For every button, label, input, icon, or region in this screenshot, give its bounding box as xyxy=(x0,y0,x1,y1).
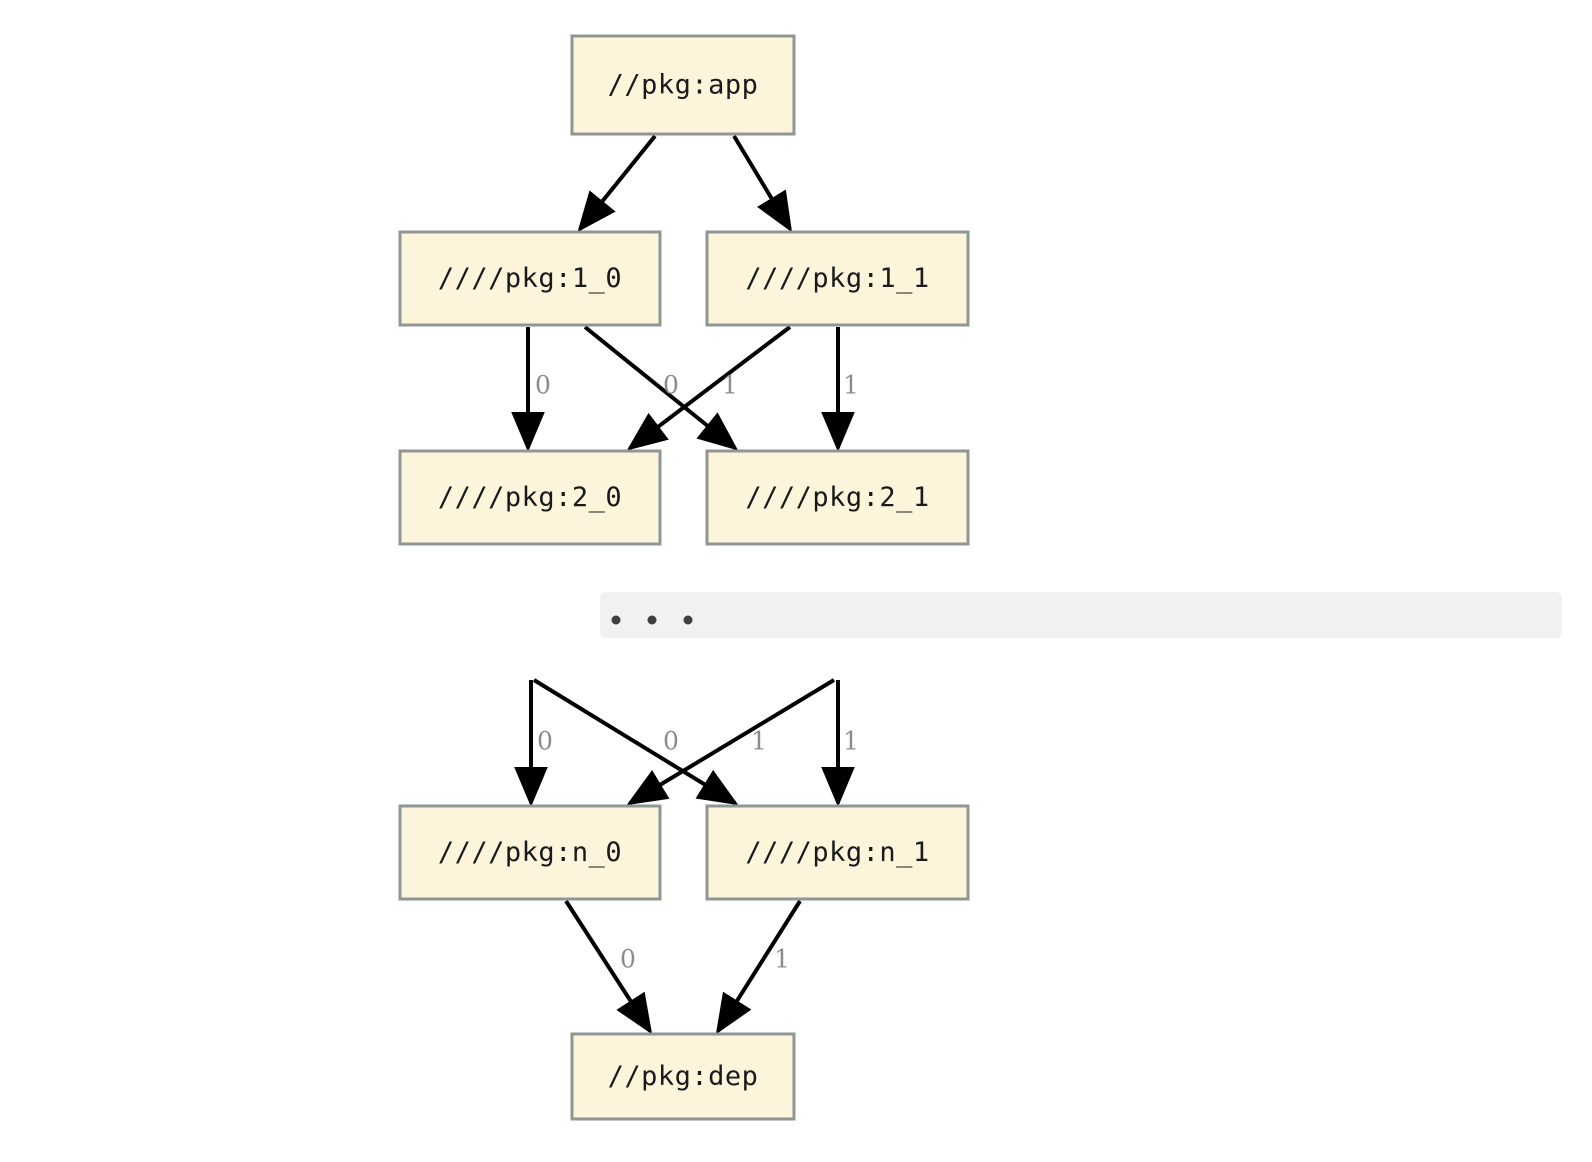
nodes-layer: //pkg:app ////pkg:1_0 ////pkg:1_1 ////pkg:2… xyxy=(398,34,970,1121)
graph-edge xyxy=(532,678,739,806)
node-label: ////pkg:2_0 xyxy=(438,482,622,513)
node-box[interactable] xyxy=(705,804,970,901)
graph-edge xyxy=(732,134,793,233)
graph-edge xyxy=(626,325,792,451)
node-label: ////pkg:n_1 xyxy=(745,837,929,868)
node-box[interactable] xyxy=(398,804,662,901)
node-box[interactable] xyxy=(570,1032,796,1121)
edge-label: 1 xyxy=(722,371,738,400)
graph-edge xyxy=(577,134,657,233)
node-label: //pkg:app xyxy=(608,70,759,101)
edge-label: 1 xyxy=(843,727,859,756)
edge-label: 0 xyxy=(620,945,636,974)
graph-node-app[interactable]: //pkg:app xyxy=(570,34,796,136)
edge-labels-layer: 0 0 1 1 0 0 1 1 0 1 xyxy=(535,371,859,974)
edge-label: 1 xyxy=(774,945,790,974)
edge-label: 0 xyxy=(537,727,553,756)
node-box[interactable] xyxy=(705,449,970,546)
graph-node-ln_1[interactable]: ////pkg:n_1 xyxy=(705,804,970,901)
edge-label: 0 xyxy=(663,371,679,400)
edge-label: 0 xyxy=(663,727,679,756)
graph-edge xyxy=(583,325,739,451)
graph-edge xyxy=(715,899,802,1035)
graph-node-l1_1[interactable]: ////pkg:1_1 xyxy=(705,230,970,327)
node-label: ////pkg:2_1 xyxy=(745,482,929,513)
graph-edge xyxy=(626,678,836,806)
node-box[interactable] xyxy=(398,230,662,327)
edges-layer xyxy=(511,134,855,1035)
node-box[interactable] xyxy=(705,230,970,327)
graph-edge xyxy=(564,899,653,1035)
node-label: ////pkg:1_1 xyxy=(745,263,929,294)
edge-label: 1 xyxy=(843,371,859,400)
graph-node-ln_0[interactable]: ////pkg:n_0 xyxy=(398,804,662,901)
node-box[interactable] xyxy=(570,34,796,136)
graph-node-l1_0[interactable]: ////pkg:1_0 xyxy=(398,230,662,327)
node-label: ////pkg:1_0 xyxy=(438,263,622,294)
ellipsis-band xyxy=(600,592,1562,638)
ellipsis-dot-icon xyxy=(647,615,657,625)
graph-node-dep[interactable]: //pkg:dep xyxy=(570,1032,796,1121)
ellipsis-dot-icon xyxy=(611,615,621,625)
edge-label: 1 xyxy=(751,727,767,756)
edge-label: 0 xyxy=(535,371,551,400)
graph-node-l2_1[interactable]: ////pkg:2_1 xyxy=(705,449,970,546)
node-box[interactable] xyxy=(398,449,662,546)
node-label: ////pkg:n_0 xyxy=(438,837,622,868)
graph-node-l2_0[interactable]: ////pkg:2_0 xyxy=(398,449,662,546)
ellipsis-dot-icon xyxy=(683,615,693,625)
node-label: //pkg:dep xyxy=(608,1061,759,1092)
ellipsis-separator xyxy=(600,592,1562,638)
